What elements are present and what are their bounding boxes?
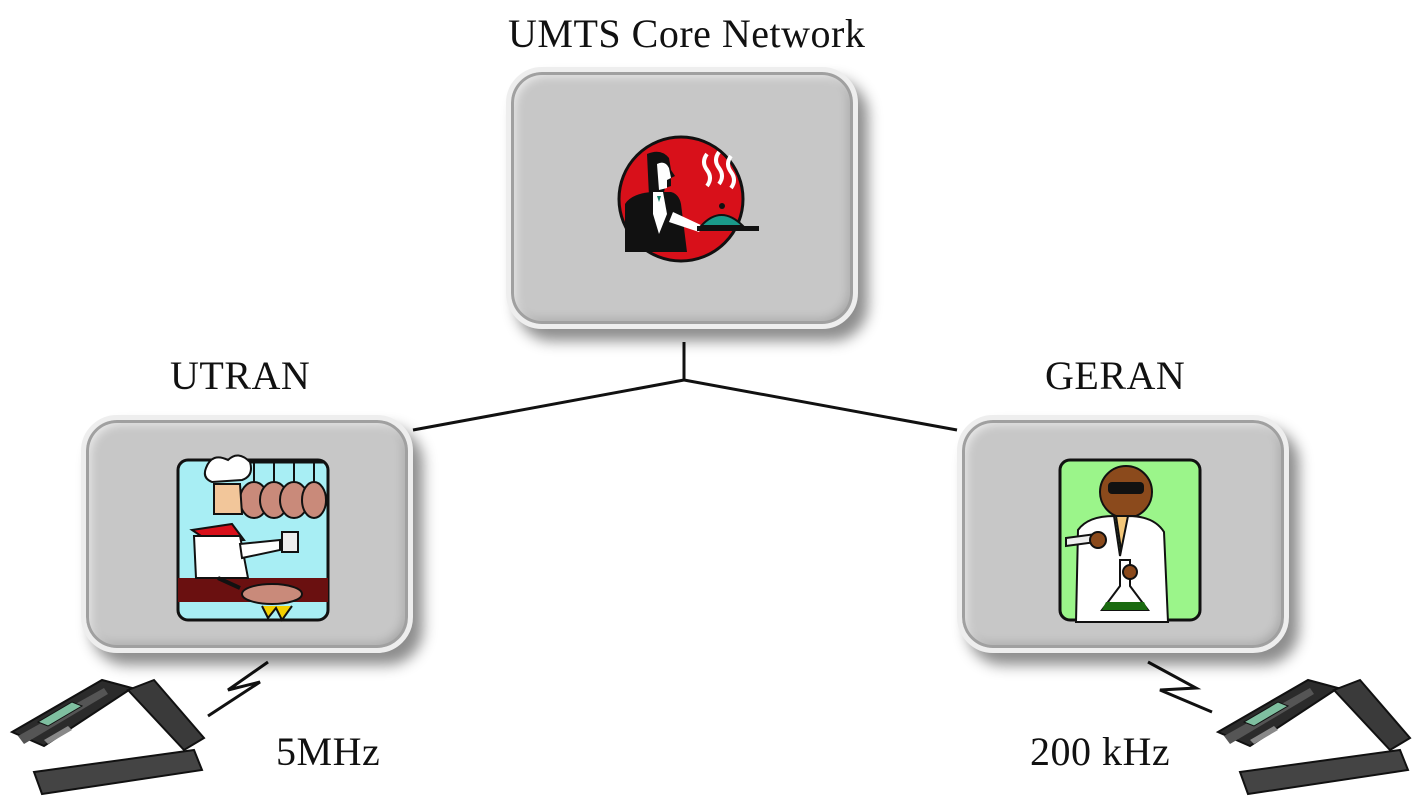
chef-cooking-icon: [174, 448, 334, 628]
scientist-lab-icon: [1056, 450, 1206, 624]
geran-radio-link: [1147, 660, 1213, 714]
utran-bandwidth-label: 5MHz: [276, 729, 381, 774]
core-utran-line: [412, 378, 685, 432]
utran-radio-link: [207, 660, 269, 718]
geran-label: GERAN: [1045, 353, 1186, 398]
utran-node: [81, 415, 413, 653]
utran-label: UTRAN: [170, 353, 311, 398]
geran-bandwidth-label: 200 kHz: [1030, 729, 1171, 774]
core-geran-line: [683, 378, 958, 432]
core-network-node: [506, 67, 858, 329]
geran-node: [957, 415, 1289, 653]
mobile-phone-icon: [9, 678, 206, 796]
core-network-label: UMTS Core Network: [508, 11, 866, 56]
waiter-serving-icon: [605, 134, 765, 264]
mobile-phone-icon: [1215, 678, 1412, 796]
